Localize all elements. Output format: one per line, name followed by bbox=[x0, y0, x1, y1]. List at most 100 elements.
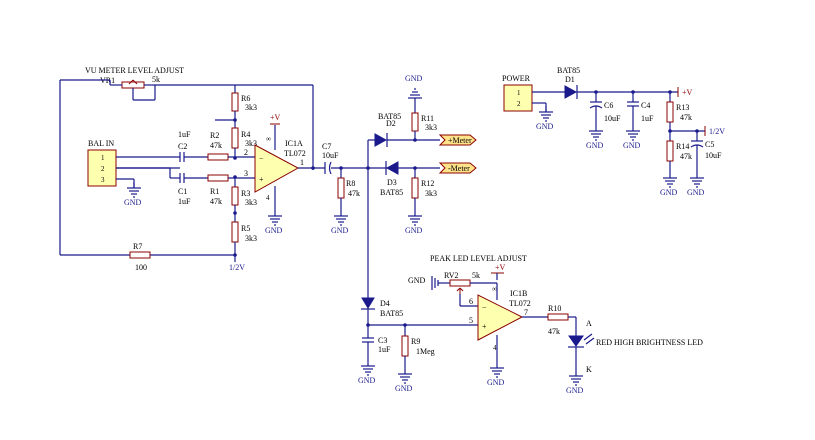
r14-value: 47k bbox=[680, 152, 692, 161]
c6-value: 10uF bbox=[604, 114, 621, 123]
r4-value: 3k3 bbox=[245, 139, 257, 148]
r5-resistor: R5 3k3 bbox=[231, 221, 257, 243]
bal-in-connector: BAL IN 1 2 3 bbox=[87, 139, 117, 187]
gnd-ic1a: GND bbox=[265, 226, 283, 235]
vplus-power: +V bbox=[682, 88, 693, 97]
r6-ref: R6 bbox=[241, 94, 250, 103]
r1-resistor: R1 47k bbox=[207, 174, 229, 206]
gnd-r12: GND bbox=[405, 226, 423, 235]
vplus-peak: +V bbox=[495, 263, 506, 272]
r9-ref: R9 bbox=[411, 337, 420, 346]
ic1a-pin8: ∞ bbox=[266, 135, 271, 143]
meter-minus-port: -Meter bbox=[438, 162, 477, 174]
gnd-c4: GND bbox=[623, 141, 641, 150]
gnd-r11: GND bbox=[405, 74, 423, 83]
d4-part: BAT85 bbox=[380, 309, 403, 318]
r10-resistor: R10 47k bbox=[547, 304, 569, 336]
r2-value: 47k bbox=[210, 141, 222, 150]
ic1a-pin4: 4 bbox=[266, 194, 270, 202]
r10-value: 47k bbox=[548, 327, 560, 336]
vr1-value: 5k bbox=[152, 75, 160, 84]
peak-level-title: PEAK LED LEVEL ADJUST bbox=[430, 254, 527, 263]
c6-ref: C6 bbox=[604, 101, 613, 110]
ic1a-opamp: 2 3 − + 1 IC1A TL072 ∞ 4 bbox=[244, 135, 306, 202]
d4-ref: D4 bbox=[380, 299, 390, 308]
gnd-r8: GND bbox=[331, 226, 349, 235]
meter-plus-label: +Meter bbox=[448, 136, 472, 145]
r14-resistor: R14 47k bbox=[666, 140, 692, 162]
led-cathode: K bbox=[586, 365, 592, 374]
c7-value: 10uF bbox=[322, 151, 339, 160]
d2-part: BAT85 bbox=[378, 112, 401, 121]
r13-value: 47k bbox=[680, 113, 692, 122]
r3-resistor: R3 3k3 bbox=[231, 186, 257, 207]
c7-capacitor: C7 10uF bbox=[322, 142, 339, 175]
gnd-led: GND bbox=[566, 386, 584, 395]
gnd-r14: GND bbox=[660, 188, 678, 197]
ic1b-minus: − bbox=[482, 303, 487, 312]
rv2-ref: RV2 bbox=[444, 271, 458, 280]
d1-ref: D1 bbox=[565, 75, 575, 84]
r9-value: 1Meg bbox=[416, 347, 435, 356]
d2-diode: D2 BAT85 bbox=[374, 112, 401, 147]
r3-ref: R3 bbox=[241, 189, 250, 198]
gnd-ic1b: GND bbox=[487, 378, 505, 387]
c3-value: 1uF bbox=[378, 345, 391, 354]
r6-resistor: R6 3k3 bbox=[231, 92, 257, 112]
r13-ref: R13 bbox=[676, 103, 689, 112]
vr1-potentiometer bbox=[109, 79, 156, 101]
d3-part: BAT85 bbox=[380, 188, 403, 197]
ic1b-pin4: 4 bbox=[493, 344, 497, 352]
ic1b-pin5: 5 bbox=[469, 316, 473, 325]
meter-plus-port: +Meter bbox=[438, 134, 477, 146]
r5-ref: R5 bbox=[241, 224, 250, 233]
ic1a-plus: + bbox=[259, 175, 264, 184]
ic1b-opamp: 6 5 − + 7 IC1B TL072 ∞ 4 bbox=[469, 285, 531, 352]
r10-ref: R10 bbox=[548, 304, 561, 313]
c4-capacitor: C4 1uF bbox=[627, 101, 654, 123]
ic1b-ref: IC1B bbox=[510, 289, 527, 298]
ic1a-pin2: 2 bbox=[244, 148, 248, 157]
r11-resistor: R11 3k3 bbox=[411, 112, 437, 132]
c7-ref: C7 bbox=[322, 142, 331, 151]
c5-value: 10uF bbox=[705, 151, 722, 160]
c3-ref: C3 bbox=[378, 336, 387, 345]
feedback-loop-wires bbox=[59, 79, 314, 256]
d2-ref: D2 bbox=[386, 119, 396, 128]
r4-resistor: R4 3k3 bbox=[231, 127, 257, 149]
d1-part: BAT85 bbox=[557, 66, 580, 75]
r9-resistor: R9 1Meg bbox=[401, 335, 435, 357]
led-label: RED HIGH BRIGHTNESS LED bbox=[596, 338, 703, 347]
gnd-r9: GND bbox=[395, 384, 413, 393]
led-anode: A bbox=[586, 319, 592, 328]
c1-ref: C1 bbox=[178, 187, 187, 196]
ic1b-pin8: ∞ bbox=[492, 285, 497, 293]
r8-resistor: R8 47k bbox=[337, 177, 360, 199]
c6-capacitor: C6 10uF bbox=[589, 101, 621, 123]
r8-ref: R8 bbox=[346, 179, 355, 188]
gnd-power: GND bbox=[536, 122, 554, 131]
gnd-c3: GND bbox=[358, 376, 376, 385]
ic1b-pin7: 7 bbox=[524, 308, 528, 317]
c1-value: 1uF bbox=[178, 197, 191, 206]
r4-ref: R4 bbox=[241, 130, 250, 139]
meter-minus-label: -Meter bbox=[448, 164, 470, 173]
r11-ref: R11 bbox=[421, 114, 434, 123]
ic1b-plus: + bbox=[482, 322, 487, 331]
c5-capacitor: C5 10uF bbox=[690, 140, 722, 160]
ic1b-part: TL072 bbox=[509, 299, 531, 308]
c3-capacitor: C3 1uF bbox=[362, 336, 391, 354]
r7-value: 100 bbox=[135, 263, 147, 272]
power-pin-2: 2 bbox=[517, 100, 521, 108]
r13-resistor: R13 47k bbox=[666, 101, 692, 123]
r12-ref: R12 bbox=[421, 179, 434, 188]
r12-resistor: R12 3k3 bbox=[411, 177, 437, 199]
r5-value: 3k3 bbox=[245, 234, 257, 243]
power-connector: POWER 1 2 bbox=[502, 74, 533, 112]
ic1a-pin1: 1 bbox=[300, 158, 304, 167]
r12-value: 3k3 bbox=[425, 189, 437, 198]
power-name: POWER bbox=[502, 74, 531, 83]
r3-value: 3k3 bbox=[245, 198, 257, 207]
